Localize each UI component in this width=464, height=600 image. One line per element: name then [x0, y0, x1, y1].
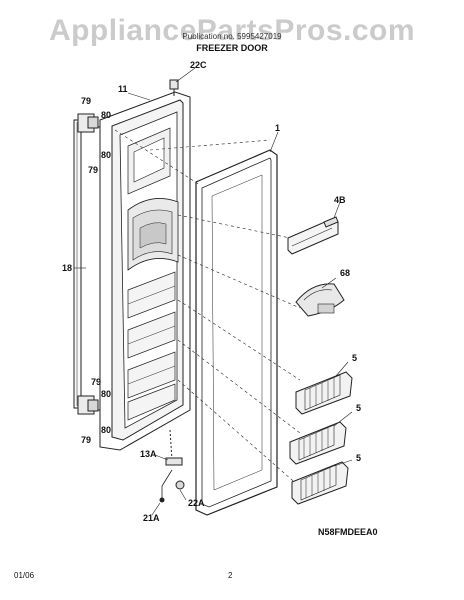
callout-21a: 21A	[143, 513, 160, 523]
callout-80-bottom-1: 80	[101, 389, 111, 399]
callout-79-bottom-2: 79	[81, 435, 91, 445]
footer-date: 01/06	[14, 571, 35, 580]
callout-80-top-1: 80	[101, 110, 111, 120]
wire-bin-2	[289, 421, 347, 465]
diagram-title: FREEZER DOOR	[196, 43, 268, 53]
callout-80-bottom-2: 80	[101, 425, 111, 435]
callout-68: 68	[340, 268, 350, 278]
explode-lines	[114, 129, 301, 488]
ice-container	[295, 283, 345, 317]
bottom-hinge	[159, 429, 185, 503]
footer-page-number: 2	[228, 571, 233, 580]
top-hinge-pin	[169, 79, 179, 96]
callout-5-1: 5	[352, 353, 357, 363]
callout-18: 18	[62, 263, 72, 273]
wire-bin-3	[291, 461, 349, 505]
publication-header: Publication no. 5995427019	[182, 32, 282, 41]
leader-lines	[74, 67, 353, 516]
callout-79-top-1: 79	[81, 96, 91, 106]
door-handle	[73, 113, 99, 415]
callout-4b: 4B	[334, 195, 346, 205]
door-gasket	[195, 149, 278, 516]
diagram-code: N58FMDEEA0	[318, 527, 378, 537]
callout-22a: 22A	[188, 498, 205, 508]
door-bin-small	[287, 216, 339, 255]
callout-13a: 13A	[140, 449, 157, 459]
callout-labels: 22C 11 79 80 80 79 1 4B 18 68 79 80 80 7…	[62, 60, 361, 523]
watermark: AppliancePartsPros.com	[48, 14, 416, 47]
callout-22c: 22C	[190, 60, 207, 70]
callout-79-bottom-1: 79	[91, 377, 101, 387]
door-panel	[99, 91, 191, 451]
callout-5-2: 5	[356, 403, 361, 413]
callout-79-top-2: 79	[88, 165, 98, 175]
callout-11: 11	[118, 84, 128, 94]
callout-1: 1	[275, 123, 280, 133]
callout-5-3: 5	[356, 453, 361, 463]
wire-bin-1	[295, 371, 353, 415]
callout-80-top-2: 80	[101, 150, 111, 160]
